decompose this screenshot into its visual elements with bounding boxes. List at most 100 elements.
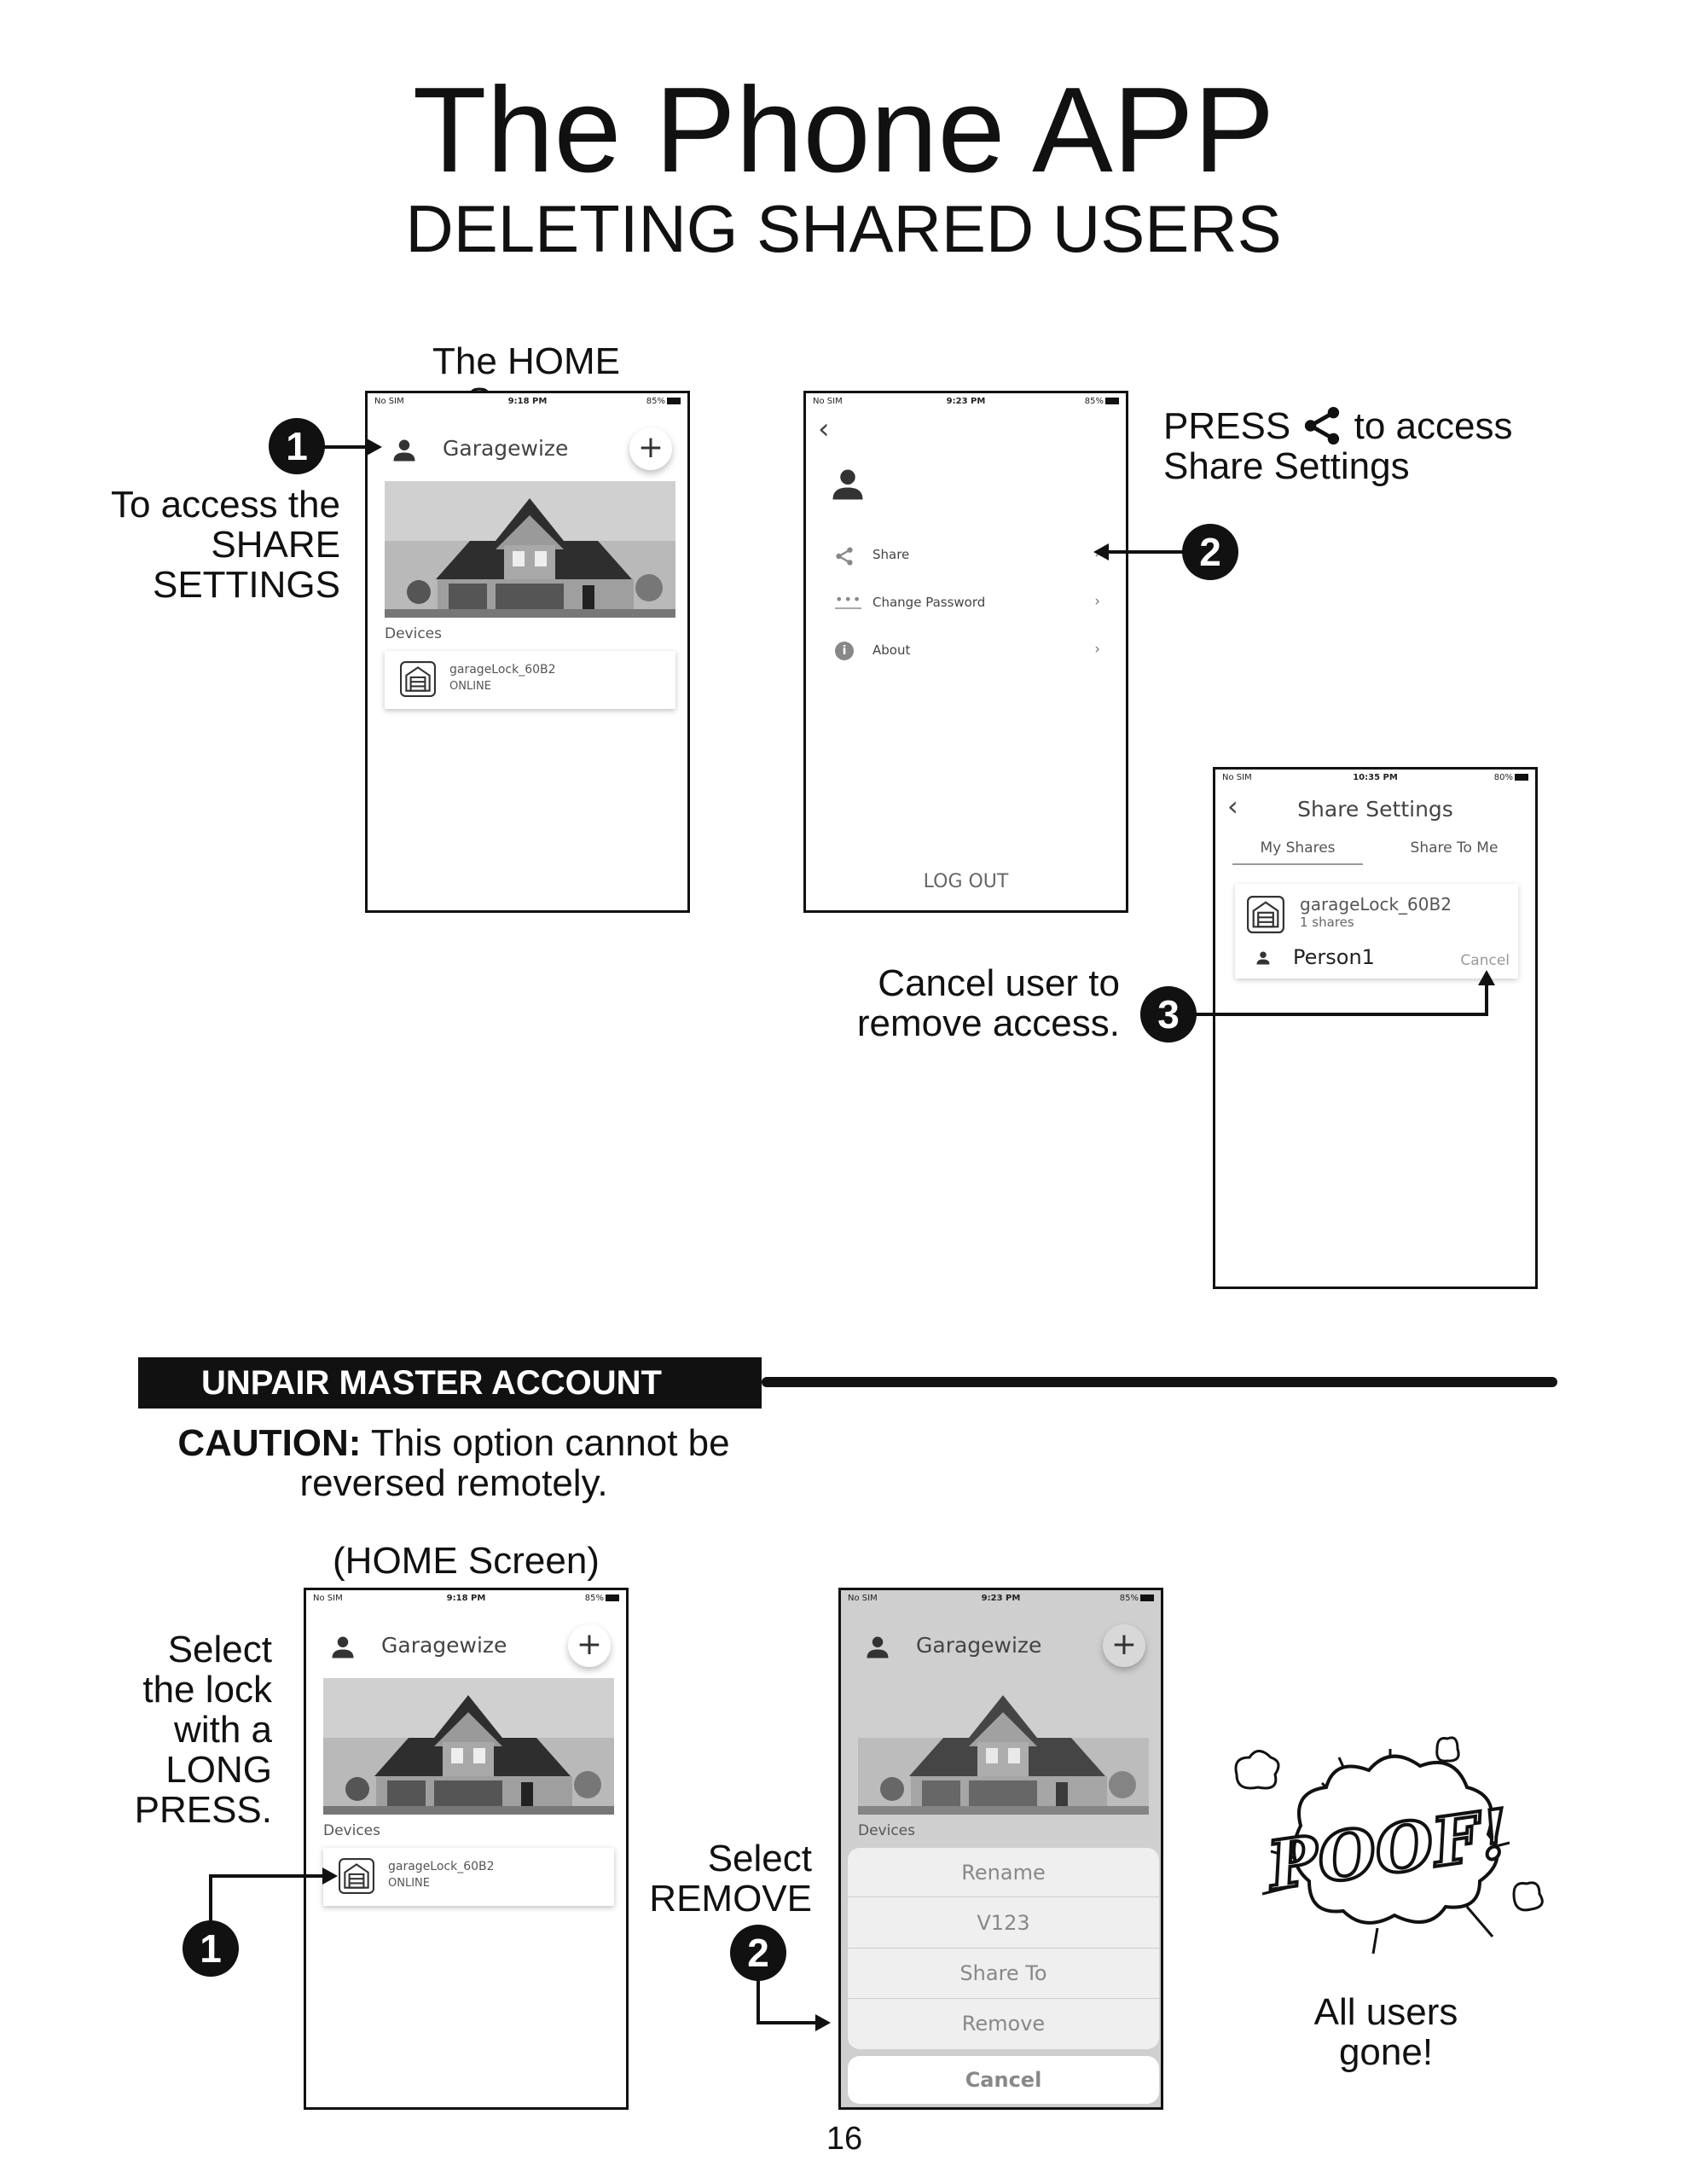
action-v123[interactable]: V123 (848, 1897, 1159, 1949)
garage-icon (1247, 896, 1284, 933)
device-card[interactable]: garageLock_60B2 ONLINE (323, 1848, 614, 1906)
page-subtitle: DELETING SHARED USERS (405, 191, 1282, 266)
time: 9:23 PM (946, 397, 986, 406)
avatar (830, 467, 866, 502)
share-count: 1 shares (1300, 915, 1354, 930)
profile-icon[interactable] (865, 1635, 890, 1660)
battery-icon (1140, 1594, 1154, 1601)
device-status: ONLINE (449, 680, 491, 693)
devices-label: Devices (385, 625, 442, 642)
carrier: No SIM (813, 397, 843, 406)
phone-home-screen: No SIM 9:18 PM 85% Garagewize + Devices … (365, 391, 690, 913)
time: 9:18 PM (446, 1594, 486, 1603)
home-screen-label: (HOME Screen) (333, 1540, 600, 1582)
status-bar: No SIM 9:23 PM 85% (813, 397, 1119, 409)
device-card[interactable]: garageLock_60B2 ONLINE (385, 651, 675, 709)
page-number: 16 (826, 2121, 863, 2157)
to-access-text: to access (1354, 405, 1513, 447)
back-button[interactable]: ‹ (818, 412, 830, 446)
garage-icon (400, 661, 436, 697)
text-line: with a (174, 1709, 272, 1751)
status-bar: No SIM 9:18 PM 85% (374, 397, 681, 409)
battery-icon (1515, 774, 1528, 781)
status-bar: No SIM 9:23 PM 85% (848, 1594, 1154, 1606)
poof-illustration: POOF! (1234, 1736, 1544, 1955)
step-1-badge: 1 (269, 418, 325, 474)
text-line: Select (167, 1629, 272, 1670)
menu-item-about[interactable]: i About› (835, 639, 1100, 665)
divider (762, 1377, 1557, 1387)
tab-share-to-me[interactable]: Share To Me (1410, 839, 1499, 857)
screen-title: Share Settings (1297, 797, 1453, 822)
press-text: PRESS (1163, 405, 1291, 447)
tab-my-shares[interactable]: My Shares (1232, 839, 1363, 865)
app-title: Garagewize (381, 1633, 507, 1658)
arrow-icon (757, 1979, 831, 2031)
text-line: Select (707, 1838, 812, 1879)
caution-line: reversed remotely. (299, 1462, 608, 1504)
menu-label: Share (872, 547, 910, 562)
share-card: garageLock_60B2 1 shares Person1 Cancel (1235, 884, 1518, 979)
action-cancel[interactable]: Cancel (848, 2056, 1159, 2104)
phone-action-sheet: No SIM 9:23 PM 85% Garagewize + Devices … (838, 1588, 1163, 2110)
back-button[interactable]: ‹ (1227, 790, 1238, 822)
text-line: LONG (165, 1749, 272, 1791)
action-remove[interactable]: Remove (848, 1999, 1159, 2049)
battery-icon (667, 398, 681, 404)
phone-home-screen-2: No SIM 9:18 PM 85% Garagewize + Devices … (304, 1588, 629, 2110)
chevron-right-icon: › (1094, 641, 1100, 658)
battery-level: 85% (584, 1594, 604, 1603)
battery-level: 85% (1084, 397, 1104, 406)
arrow-icon (1093, 543, 1186, 561)
garage-icon (339, 1858, 374, 1894)
cancel-share-button[interactable]: Cancel (1460, 952, 1510, 969)
action-rename[interactable]: Rename (848, 1848, 1159, 1897)
share-icon (1301, 406, 1343, 445)
battery-icon (606, 1594, 619, 1601)
device-name: garageLock_60B2 (1300, 894, 1452, 915)
text-line: All users (1313, 1991, 1458, 2033)
menu-item-share[interactable]: Share› (835, 543, 1100, 569)
menu-label: Change Password (872, 595, 986, 610)
logout-button[interactable]: LOG OUT (923, 871, 1009, 892)
battery-level: 80% (1493, 773, 1513, 782)
app-title: Garagewize (916, 1633, 1042, 1658)
text-line: REMOVE (649, 1878, 812, 1920)
page-title: The Phone APP (412, 62, 1275, 198)
profile-icon[interactable] (330, 1635, 356, 1660)
action-share-to[interactable]: Share To (848, 1949, 1159, 1999)
caution-line: This option cannot be (370, 1422, 730, 1464)
shared-user-name: Person1 (1293, 945, 1375, 969)
battery-level: 85% (1119, 1594, 1139, 1603)
time: 10:35 PM (1353, 773, 1398, 782)
battery-level: 85% (646, 397, 665, 406)
add-device-button[interactable]: + (1103, 1624, 1145, 1667)
device-name: garageLock_60B2 (449, 663, 556, 677)
status-bar: No SIM 10:35 PM 80% (1222, 773, 1528, 785)
profile-icon[interactable] (391, 438, 417, 463)
step-3-text: Cancel user to remove access. (856, 962, 1120, 1044)
step-2-badge: 2 (1182, 524, 1238, 580)
arrow-icon (324, 439, 382, 456)
app-title: Garagewize (443, 436, 569, 461)
arrow-icon (209, 1867, 338, 1924)
add-device-button[interactable]: + (568, 1624, 611, 1667)
share-icon (835, 547, 854, 566)
phone-menu-screen: No SIM 9:23 PM 85% ‹ Share› ••• Change P… (803, 391, 1128, 913)
menu-item-change-password[interactable]: ••• Change Password› (835, 591, 1100, 617)
add-device-button[interactable]: + (629, 427, 672, 470)
house-image (858, 1678, 1149, 1815)
status-bar: No SIM 9:18 PM 85% (313, 1594, 619, 1606)
house-image (323, 1678, 614, 1815)
text-line: PRESS. (134, 1789, 272, 1831)
carrier: No SIM (374, 397, 404, 406)
devices-label: Devices (323, 1822, 380, 1839)
devices-label: Devices (858, 1822, 915, 1839)
carrier: No SIM (1222, 773, 1252, 782)
carrier: No SIM (848, 1594, 878, 1603)
caution-label: CAUTION: (177, 1422, 362, 1464)
arrow-icon (1194, 970, 1495, 1016)
